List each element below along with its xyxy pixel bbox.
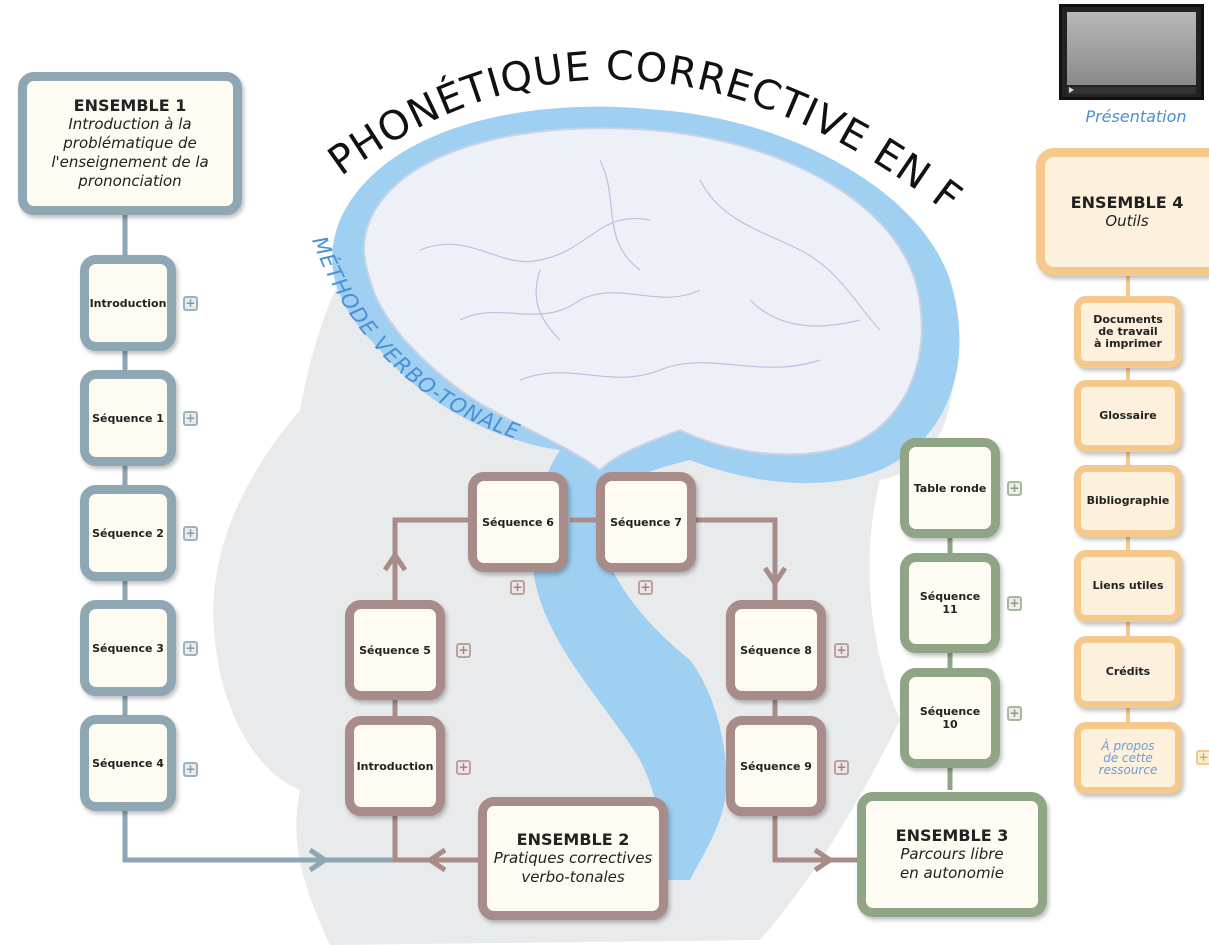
expand-plus-icon[interactable] [834, 643, 849, 658]
ensemble-1-sequence-3[interactable]: Séquence 3 [80, 600, 176, 696]
ensemble-4-title: ENSEMBLE 4 [1070, 193, 1184, 212]
ensemble-4-subtitle: Outils [1105, 212, 1149, 230]
ensemble-1-sequence-1[interactable]: Séquence 1 [80, 370, 176, 466]
ensemble-1-sequence-4[interactable]: Séquence 4 [80, 715, 176, 811]
expand-plus-icon[interactable] [456, 760, 471, 775]
ensemble-1-title: ENSEMBLE 1 [73, 96, 187, 115]
expand-plus-icon[interactable] [183, 762, 198, 777]
brain [363, 127, 923, 472]
item-label: Crédits [1105, 665, 1151, 678]
ensemble-1-sequence-2[interactable]: Séquence 2 [80, 485, 176, 581]
item-label: à imprimer [1094, 337, 1162, 350]
item-label: Séquence 8 [740, 643, 812, 657]
ensemble-1-subtitle-line: Introduction à la [68, 115, 192, 133]
expand-plus-icon[interactable] [1007, 481, 1022, 496]
expand-plus-icon[interactable] [510, 580, 525, 595]
ensemble-3-box[interactable]: ENSEMBLE 3 Parcours libre en autonomie [857, 792, 1047, 917]
item-label: Séquence 2 [92, 526, 164, 540]
expand-plus-icon[interactable] [456, 643, 471, 658]
item-label: À propos [1101, 739, 1155, 753]
item-label: Table ronde [913, 481, 987, 495]
item-label: Séquence 1 [92, 411, 164, 425]
item-label: Documents [1093, 313, 1163, 326]
expand-plus-icon[interactable] [834, 760, 849, 775]
ensemble-4-bibliographie[interactable]: Bibliographie [1074, 465, 1182, 537]
item-label: 11 [942, 603, 958, 616]
ensemble-3-sequence-11[interactable]: Séquence 11 [900, 553, 1000, 653]
video-controls-bar [1067, 87, 1196, 94]
ensemble-4-credits[interactable]: Crédits [1074, 636, 1182, 708]
ensemble-3-subtitle-line: Parcours libre [900, 845, 1004, 863]
item-label: Séquence 4 [92, 756, 164, 770]
ensemble-3-sequence-10[interactable]: Séquence 10 [900, 668, 1000, 768]
ensemble-4-box[interactable]: ENSEMBLE 4 Outils [1036, 148, 1209, 276]
ensemble-2-sequence-7[interactable]: Séquence 7 [596, 472, 696, 572]
ensemble-1-introduction[interactable]: Introduction [80, 255, 176, 351]
ensemble-3-table-ronde[interactable]: Table ronde [900, 438, 1000, 538]
ensemble-4-liens-utiles[interactable]: Liens utiles [1074, 550, 1182, 622]
ensemble-1-subtitle-line: problématique de [63, 134, 197, 152]
ensemble-1-subtitle-line: l'enseignement de la [51, 153, 209, 171]
presentation-video-thumbnail[interactable] [1059, 4, 1204, 100]
ensemble-4-a-propos[interactable]: À propos de cette ressource [1074, 722, 1182, 794]
ensemble-3-subtitle-line: en autonomie [900, 864, 1004, 882]
expand-plus-icon[interactable] [183, 641, 198, 656]
ensemble-2-box[interactable]: ENSEMBLE 2 Pratiques correctives verbo-t… [478, 797, 668, 920]
item-label: Séquence [919, 590, 981, 603]
ensemble-2-subtitle-line: Pratiques correctives [493, 849, 653, 867]
item-label: Glossaire [1099, 409, 1157, 422]
item-label: Bibliographie [1086, 494, 1170, 507]
expand-plus-icon[interactable] [1007, 596, 1022, 611]
ensemble-1-box[interactable]: ENSEMBLE 1 Introduction à la problématiq… [18, 72, 242, 215]
item-label: Séquence 6 [482, 515, 554, 529]
item-label: Liens utiles [1092, 579, 1164, 592]
expand-plus-icon[interactable] [1007, 706, 1022, 721]
ensemble-3-title: ENSEMBLE 3 [895, 826, 1009, 845]
play-icon [1069, 87, 1074, 93]
ensemble-4-documents[interactable]: Documents de travail à imprimer [1074, 296, 1182, 368]
ensemble-2-title: ENSEMBLE 2 [516, 830, 630, 849]
item-label: Introduction [356, 759, 434, 773]
ensemble-2-sequence-6[interactable]: Séquence 6 [468, 472, 568, 572]
item-label: Séquence 3 [92, 641, 164, 655]
item-label: ressource [1098, 763, 1158, 777]
ensemble-2-sequence-5[interactable]: Séquence 5 [345, 600, 445, 700]
ensemble-2-subtitle-line: verbo-tonales [521, 868, 625, 886]
item-label: Séquence 9 [740, 759, 812, 773]
video-screen [1067, 12, 1196, 85]
expand-plus-icon[interactable] [638, 580, 653, 595]
expand-plus-icon[interactable] [183, 411, 198, 426]
ensemble-2-sequence-8[interactable]: Séquence 8 [726, 600, 826, 700]
item-label: de travail [1098, 325, 1158, 338]
item-label: Introduction [89, 296, 167, 310]
item-label: Séquence 7 [610, 515, 682, 529]
presentation-link[interactable]: Présentation [1085, 107, 1187, 126]
expand-plus-icon[interactable] [183, 296, 198, 311]
ensemble-2-sequence-9[interactable]: Séquence 9 [726, 716, 826, 816]
ensemble-4-glossaire[interactable]: Glossaire [1074, 380, 1182, 452]
item-label: de cette [1103, 751, 1153, 765]
item-label: Séquence [919, 705, 981, 718]
ensemble-2-introduction[interactable]: Introduction [345, 716, 445, 816]
item-label: Séquence 5 [359, 643, 431, 657]
ensemble-1-subtitle-line: prononciation [78, 172, 182, 190]
item-label: 10 [942, 718, 958, 731]
expand-plus-icon[interactable] [183, 526, 198, 541]
expand-plus-icon[interactable] [1196, 750, 1209, 765]
